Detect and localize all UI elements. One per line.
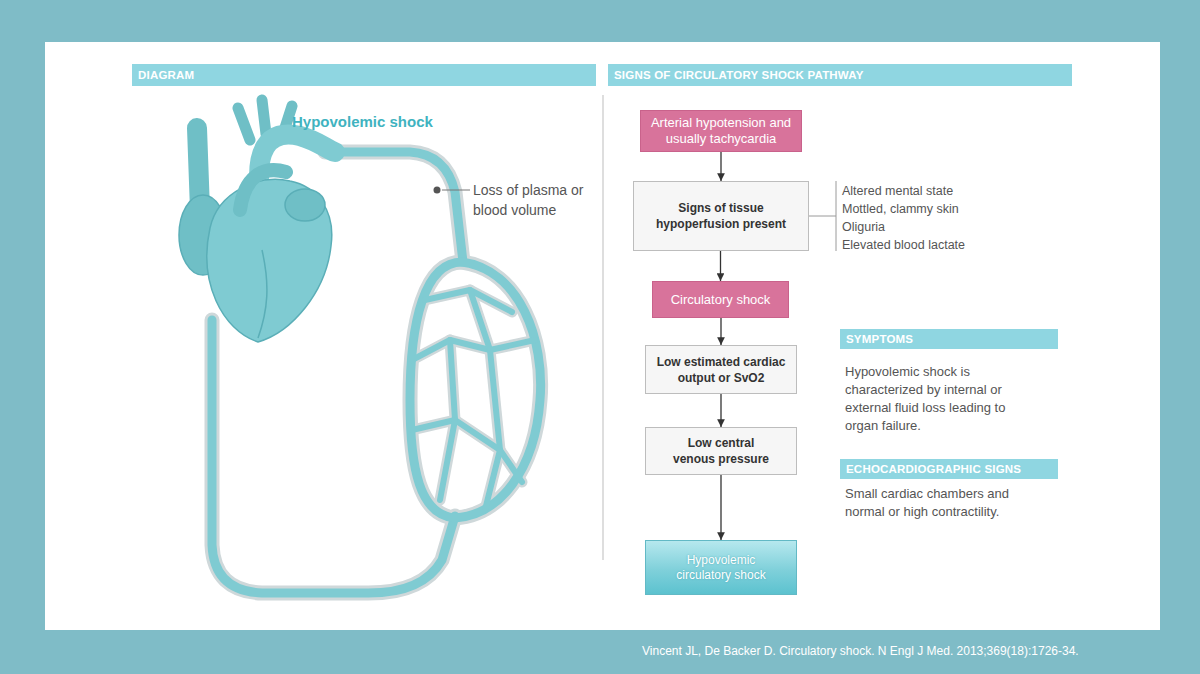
- bracket-stem: [809, 216, 836, 217]
- process-box: Circulatory shock: [652, 281, 789, 318]
- flow-arrow: [720, 394, 721, 427]
- node-text: Low estimated cardiac output or SvO2: [652, 354, 790, 386]
- flow-arrow: [720, 475, 721, 540]
- callout-label: Loss of plasma or blood volume: [473, 180, 591, 220]
- capillary-bed: [410, 262, 541, 518]
- process-box: Low estimated cardiac output or SvO2: [645, 345, 797, 394]
- artery-branch: [238, 108, 250, 140]
- column-divider: [603, 95, 604, 560]
- sign-item: Oliguria: [842, 219, 1042, 235]
- leader-dot: [434, 187, 441, 194]
- node-text: Hypovolemic circulatory shock: [672, 553, 770, 583]
- node-text: Circulatory shock: [671, 292, 771, 308]
- node-text: Arterial hypotension and usually tachyca…: [647, 115, 795, 147]
- septum-line: [258, 250, 267, 338]
- artery-branch: [262, 100, 266, 134]
- pulmonary-trunk: [240, 170, 286, 210]
- leader-dot-ring: [432, 185, 442, 195]
- bracket-bar: [836, 181, 837, 251]
- capillary-halo: [412, 290, 535, 510]
- flow-arrow: [720, 251, 721, 281]
- capillary-halo: [410, 262, 541, 518]
- section-header: ECHOCARDIOGRAPHIC SIGNS: [840, 459, 1058, 479]
- illustration-title: Hypovolemic shock: [292, 113, 492, 131]
- process-box: Signs of tissue hypoperfusion present: [633, 181, 809, 251]
- section-header: DIAGRAM: [132, 64, 596, 86]
- outcome-box: Hypovolemic circulatory shock: [645, 540, 797, 595]
- heart: [179, 100, 335, 342]
- body-text: Hypovolemic shock is characterized by in…: [845, 363, 1041, 435]
- node-text: Signs of tissue hypoperfusion present: [644, 200, 798, 232]
- source-citation: Vincent JL, De Backer D. Circulatory sho…: [642, 644, 1079, 658]
- node-text: Low central venous pressure: [670, 435, 772, 467]
- process-box: Low central venous pressure: [645, 427, 797, 475]
- left-atrium: [285, 189, 325, 221]
- flow-arrow: [720, 318, 721, 345]
- header-text: SYMPTOMS: [846, 333, 913, 345]
- vein-vessel: [212, 320, 455, 593]
- sign-item: Altered mental state: [842, 183, 1042, 199]
- body-text: Small cardiac chambers and normal or hig…: [845, 485, 1041, 521]
- header-text: DIAGRAM: [138, 69, 194, 81]
- vessel-halo: [325, 152, 463, 262]
- capillary-network: [412, 290, 535, 510]
- section-header: SYMPTOMS: [840, 329, 1058, 349]
- sign-item: Elevated blood lactate: [842, 237, 1042, 253]
- section-header: SIGNS OF CIRCULATORY SHOCK PATHWAY: [608, 64, 1072, 86]
- process-box: Arterial hypotension and usually tachyca…: [640, 110, 802, 152]
- ventricles: [207, 180, 332, 342]
- header-text: ECHOCARDIOGRAPHIC SIGNS: [846, 463, 1021, 475]
- sign-item: Mottled, clammy skin: [842, 201, 1042, 217]
- flow-arrow: [720, 152, 721, 181]
- header-text: SIGNS OF CIRCULATORY SHOCK PATHWAY: [614, 69, 864, 81]
- artery-vessel: [325, 152, 463, 262]
